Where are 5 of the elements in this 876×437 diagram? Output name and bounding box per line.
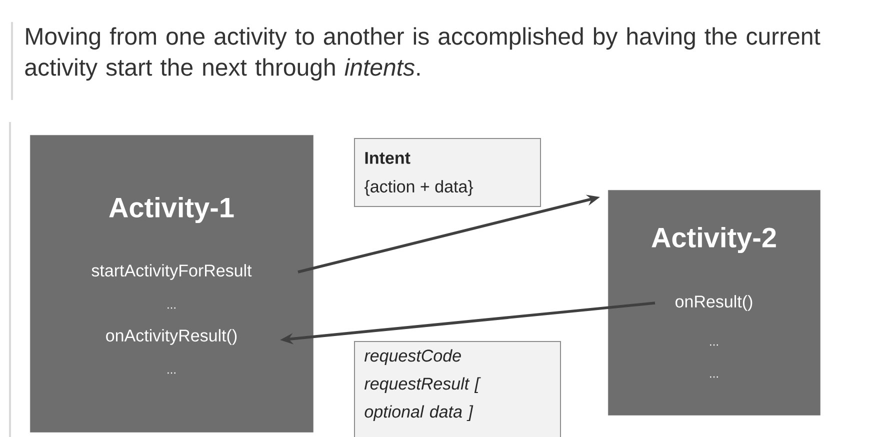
- intent-box: requestCode requestResult [ optional data ]: [354, 341, 561, 437]
- activity-box: Activity-1 startActivityForResult ... onActivityResult() ...: [30, 135, 314, 432]
- heading: Moving from one activity to another is accomplished by having the current activity start the next through intents.: [25, 27, 820, 81]
- intent-box: Intent {action + data}: [354, 138, 541, 207]
- activity-box: Activity-2 onResult() ... ...: [608, 190, 820, 416]
